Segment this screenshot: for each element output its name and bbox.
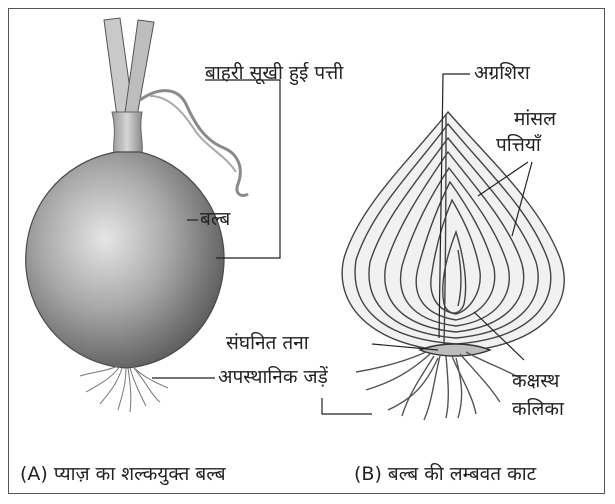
- caption-a: (A) प्याज़ का शल्कयुक्त बल्ब: [20, 460, 226, 486]
- label-fleshy-leaves-line1: मांसल: [514, 110, 556, 129]
- onion-roots: [80, 366, 168, 412]
- dry-leaf-right: [124, 20, 154, 122]
- onion-bulb: [26, 152, 224, 368]
- label-apex: अग्रशिरा: [474, 64, 530, 83]
- label-outer-leaves: बाहरी सूखी हुई पत्ती: [205, 64, 343, 83]
- label-fleshy-leaves-line2: पत्तियाँ: [496, 136, 541, 155]
- label-adventitious-roots: अपस्थानिक जड़ें: [218, 368, 328, 387]
- section-roots: [356, 352, 520, 420]
- label-bulb: बल्ब: [200, 210, 230, 229]
- label-axillary-bud-line1: कक्षस्थ: [512, 372, 559, 391]
- label-axillary-bud-line2: कलिका: [512, 400, 564, 419]
- label-compressed-stem: संघनित तना: [226, 334, 309, 353]
- caption-b: (B) बल्ब की लम्बवत काट: [354, 460, 536, 486]
- leader-section-roots: [322, 398, 372, 414]
